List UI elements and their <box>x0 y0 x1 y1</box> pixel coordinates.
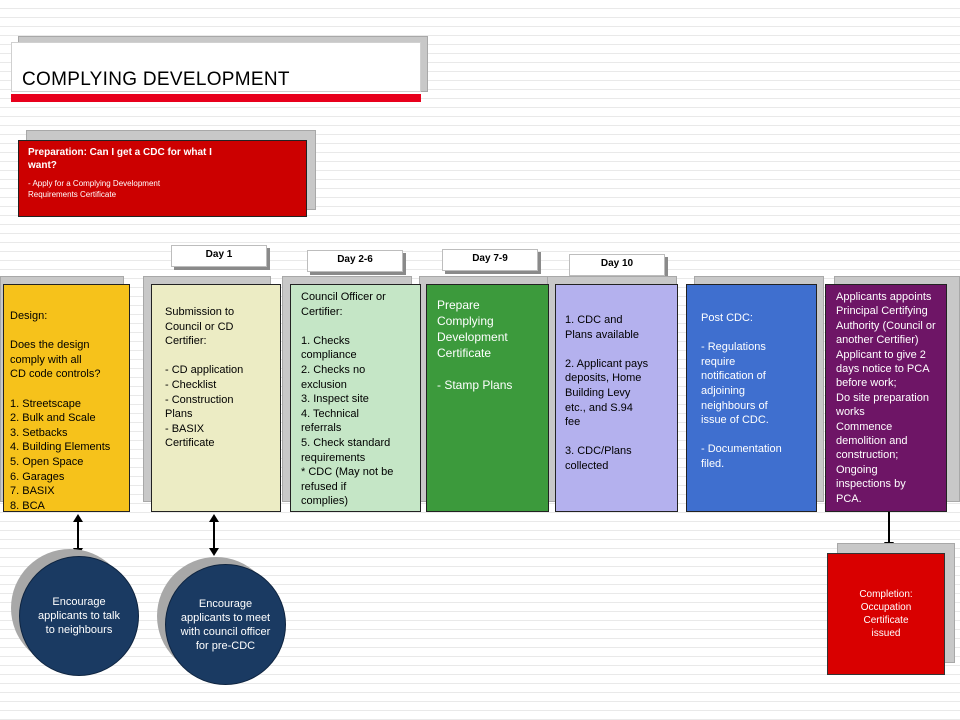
connector-arrow-down <box>209 548 219 556</box>
page-title: COMPLYING DEVELOPMENT <box>22 69 290 90</box>
encourage-council-meeting-circle: Encourage applicants to meet with counci… <box>165 564 286 685</box>
connector-arrow-up <box>209 514 219 522</box>
preparation-box: Preparation: Can I get a CDC for what I … <box>18 140 307 217</box>
encourage-neighbours-circle: Encourage applicants to talk to neighbou… <box>19 556 139 676</box>
stage-cdc-available-card: 1. CDC and Plans available 2. Applicant … <box>555 284 678 512</box>
day-label-2-6: Day 2-6 <box>307 250 403 272</box>
connector-arrow-up <box>73 514 83 522</box>
day-label-10: Day 10 <box>569 254 665 276</box>
title-underline <box>11 94 421 102</box>
connector-line <box>77 520 79 550</box>
stage-prepare-cdc-card: Prepare Complying Development Certificat… <box>426 284 549 512</box>
day-label-1: Day 1 <box>171 245 267 267</box>
title-box: COMPLYING DEVELOPMENT <box>11 42 421 92</box>
connector-line <box>213 520 215 550</box>
day-label-7-9: Day 7-9 <box>442 249 538 271</box>
connector-line <box>888 512 890 544</box>
preparation-heading: Preparation: Can I get a CDC for what I … <box>28 147 212 171</box>
preparation-body: - Apply for a Complying Development Requ… <box>28 179 161 199</box>
completion-box: Completion: Occupation Certificate issue… <box>827 553 945 675</box>
stage-post-cdc-card: Post CDC: - Regulations require notifica… <box>686 284 817 512</box>
stage-submission-card: Submission to Council or CD Certifier: -… <box>151 284 281 512</box>
stage-council-check-card: Council Officer or Certifier: 1. Checks … <box>290 284 421 512</box>
stage-design-card: Design: Does the design comply with all … <box>3 284 130 512</box>
stage-pca-card: Applicants appoints Principal Certifying… <box>825 284 947 512</box>
